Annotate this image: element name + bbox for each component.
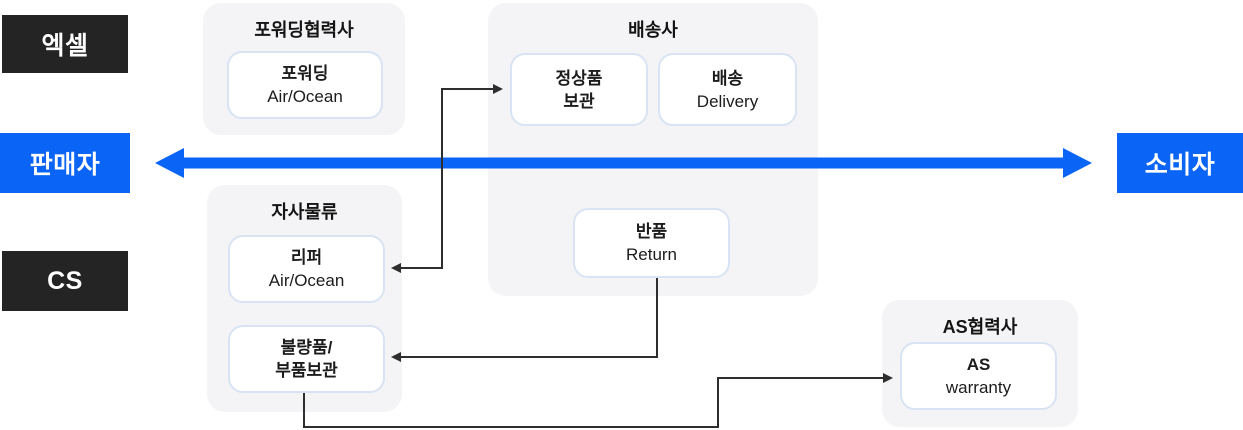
group-as-partner: AS협력사 AS warranty [882, 300, 1078, 427]
group-forwarding-partner: 포워딩협력사 포워딩 Air/Ocean [203, 3, 405, 135]
actor-seller: 판매자 [0, 133, 130, 193]
group-title-forwarding-partner: 포워딩협력사 [254, 20, 354, 40]
node-delivery-line2: Delivery [696, 91, 759, 111]
node-as-line1: AS [966, 355, 991, 374]
blue-arrowhead-right [1063, 148, 1092, 178]
node-return-line1: 반품 [635, 222, 668, 241]
actor-cs-label: CS [47, 266, 83, 295]
actor-consumer: 소비자 [1117, 133, 1243, 193]
node-normal-goods-storage: 정상품 보관 [510, 53, 648, 126]
node-return-line2: Return [625, 245, 678, 264]
node-defective-line2: 부품보관 [275, 361, 338, 380]
node-delivery-line1: 배송 [711, 68, 744, 88]
node-return: 반품 Return [573, 208, 730, 278]
node-as-warranty: AS warranty [900, 342, 1057, 410]
node-normal-goods-line1: 정상품 [555, 68, 603, 88]
node-refurbish-line1: 리퍼 [290, 248, 323, 267]
node-normal-goods-line2: 보관 [563, 91, 595, 111]
group-own-logistics: 자사물류 리퍼 Air/Ocean 불량품/ 부품보관 [207, 185, 402, 412]
node-forwarding: 포워딩 Air/Ocean [227, 51, 383, 119]
node-refurbish: 리퍼 Air/Ocean [228, 235, 385, 303]
node-forwarding-line1: 포워딩 [281, 64, 329, 83]
actor-consumer-label: 소비자 [1144, 151, 1216, 179]
node-forwarding-line2: Air/Ocean [267, 87, 343, 106]
blue-arrowhead-left [155, 148, 184, 178]
node-delivery: 배송 Delivery [658, 53, 797, 126]
node-defective-line1: 불량품/ [280, 338, 333, 357]
group-carrier: 배송사 정상품 보관 배송 Delivery 반품 Return [488, 3, 818, 296]
group-title-as-partner: AS협력사 [942, 317, 1018, 337]
connector-refurbish-storage [391, 84, 503, 273]
actor-cs: CS [2, 251, 128, 311]
node-refurbish-line2: Air/Ocean [268, 271, 345, 290]
actor-seller-label: 판매자 [29, 151, 101, 179]
node-defective-parts-storage: 불량품/ 부품보관 [228, 325, 385, 393]
actor-excel-label: 엑셀 [41, 32, 89, 60]
group-title-carrier: 배송사 [628, 20, 678, 40]
node-as-line2: warranty [945, 378, 1012, 397]
group-title-own-logistics: 자사물류 [271, 202, 338, 222]
actor-excel: 엑셀 [2, 15, 128, 73]
